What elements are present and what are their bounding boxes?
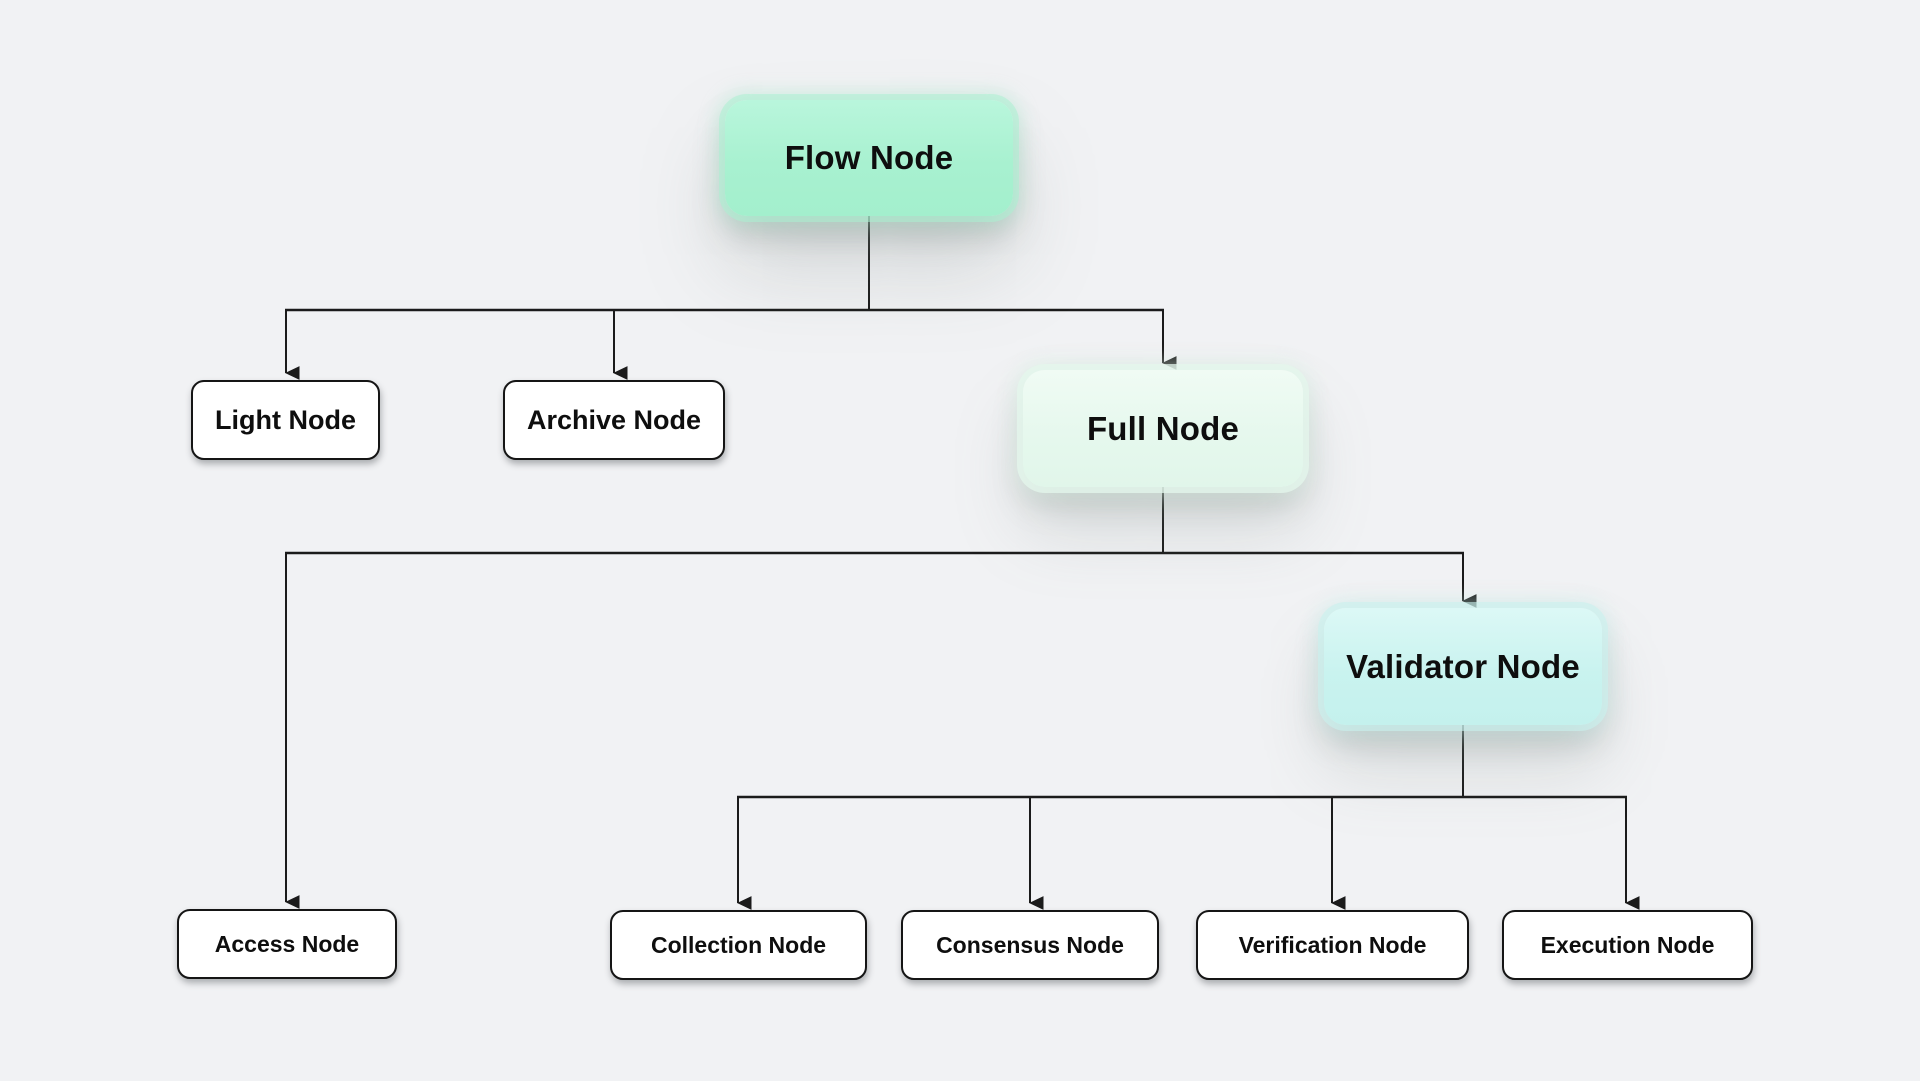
node-archive-label: Archive Node bbox=[526, 404, 702, 435]
node-light-label: Light Node bbox=[215, 404, 356, 435]
node-consensus-label: Consensus Node bbox=[936, 931, 1124, 958]
node-verification: Verification Node bbox=[1196, 910, 1469, 980]
node-execution-label: Execution Node bbox=[1540, 931, 1715, 958]
node-access: Access Node bbox=[177, 909, 397, 979]
node-access-label: Access Node bbox=[214, 930, 360, 957]
node-collection-label: Collection Node bbox=[650, 931, 827, 958]
node-execution: Execution Node bbox=[1502, 910, 1753, 980]
node-full-label: Full Node bbox=[1086, 409, 1240, 447]
node-validator: Validator Node bbox=[1324, 608, 1602, 725]
node-archive: Archive Node bbox=[503, 380, 725, 460]
node-consensus: Consensus Node bbox=[901, 910, 1159, 980]
node-flow: Flow Node bbox=[725, 100, 1013, 216]
node-validator-label: Validator Node bbox=[1346, 647, 1580, 685]
node-collection: Collection Node bbox=[610, 910, 867, 980]
node-flow-label: Flow Node bbox=[784, 139, 954, 176]
node-full: Full Node bbox=[1023, 370, 1303, 487]
node-light: Light Node bbox=[191, 380, 380, 460]
node-verification-label: Verification Node bbox=[1238, 931, 1427, 958]
